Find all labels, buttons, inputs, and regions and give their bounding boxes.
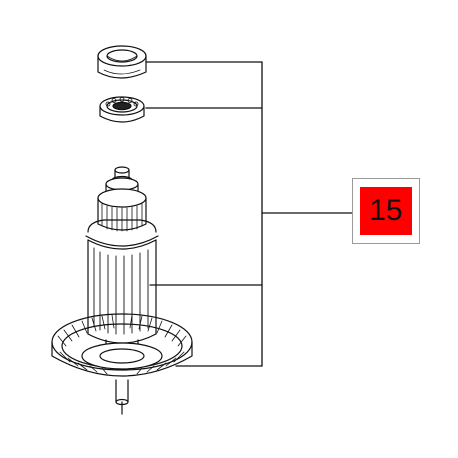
part-number-callout[interactable]: 15 [352,178,420,244]
part-number-label: 15 [369,194,403,227]
armature-rotor-icon [85,166,159,415]
leader-lines [145,61,353,367]
fan-wheel-icon [51,313,193,377]
ball-bearing-icon [99,96,145,123]
bearing-ring-icon [97,45,147,79]
part-number-label-box: 15 [360,187,412,235]
